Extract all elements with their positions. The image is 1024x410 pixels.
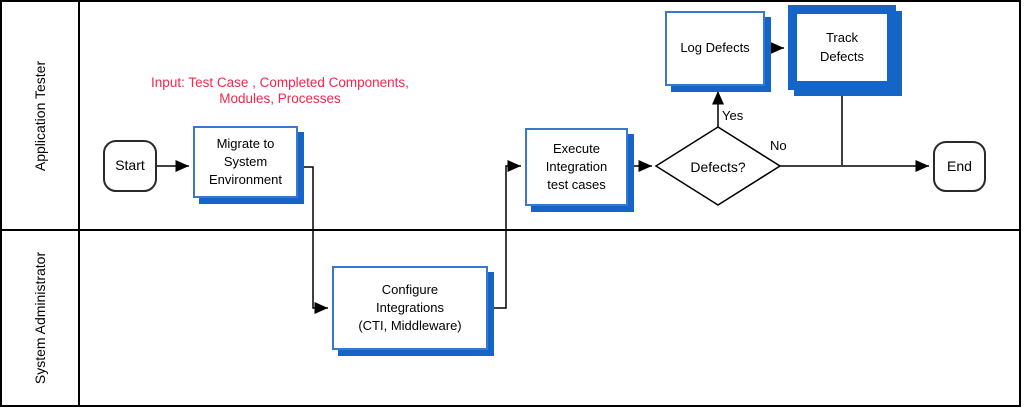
edge-configure-to-execute bbox=[488, 160, 521, 309]
node-end: End bbox=[933, 141, 986, 192]
edge-label-yes: Yes bbox=[722, 108, 744, 123]
node-execute-integration-test-cases: Execute Integration test cases bbox=[525, 128, 628, 206]
node-defects-decision: Defects? bbox=[690, 158, 746, 175]
lane-divider bbox=[2, 229, 1019, 231]
node-migrate-to-system-environment: Migrate to System Environment bbox=[193, 126, 298, 198]
node-log-defects: Log Defects bbox=[665, 11, 765, 86]
edge-migrate-to-configure bbox=[298, 166, 328, 314]
lane-header-divider bbox=[78, 2, 80, 405]
node-configure-integrations: Configure Integrations (CTI, Middleware) bbox=[332, 266, 488, 350]
node-track-defects: Track Defects bbox=[788, 5, 896, 90]
node-start: Start bbox=[103, 140, 157, 192]
decision-diamond-shape bbox=[654, 126, 782, 206]
edge-label-no: No bbox=[770, 138, 787, 153]
input-annotation: Input: Test Case , Completed Components,… bbox=[151, 75, 409, 106]
